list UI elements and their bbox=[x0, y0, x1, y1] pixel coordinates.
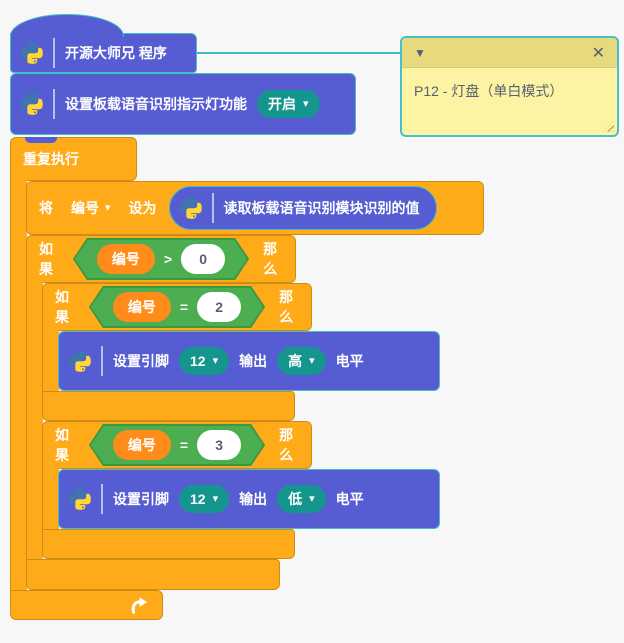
hat-dome bbox=[10, 14, 124, 37]
dropdown-arrow-icon: ▾ bbox=[303, 97, 309, 110]
output-word: 输出 bbox=[239, 491, 268, 507]
value-input[interactable]: 3 bbox=[197, 430, 241, 460]
connector-notch bbox=[25, 137, 57, 143]
forever-loop-body: 将 编号 ▾ 设为 读取板载语音识别模块识别的值 如果 bbox=[10, 180, 484, 591]
separator-line bbox=[101, 346, 103, 376]
operator-gt: > bbox=[163, 251, 173, 267]
variable-name: 编号 bbox=[127, 299, 156, 315]
if-block-gt0: 如果 编号 > 0 那么 bbox=[26, 235, 484, 590]
dropdown-arrow-icon: ▾ bbox=[309, 492, 315, 505]
level-dropdown[interactable]: 低 ▾ bbox=[277, 485, 326, 513]
condition-eq2[interactable]: 编号 = 2 bbox=[89, 286, 265, 328]
reporter-label: 读取板载语音识别模块识别的值 bbox=[223, 200, 420, 216]
set-pin-high-block[interactable]: 设置引脚 12 ▾ 输出 高 ▾ bbox=[58, 331, 440, 391]
to-word: 设为 bbox=[128, 200, 157, 216]
if-eq3-body: 设置引脚 12 ▾ 输出 低 ▾ bbox=[42, 468, 484, 530]
dropdown-arrow-icon: ▾ bbox=[309, 354, 315, 367]
if-gt0-body: 如果 编号 = 2 那么 bbox=[26, 282, 484, 560]
comment-collapse-icon[interactable]: ▼ bbox=[414, 45, 426, 60]
if-gt0-footer[interactable] bbox=[26, 559, 280, 590]
dropdown-arrow-icon: ▾ bbox=[105, 201, 111, 214]
comment-header: ▼ ✕ bbox=[402, 38, 617, 68]
level-word: 电平 bbox=[335, 353, 364, 369]
comment-text[interactable]: P12 - 灯盘（单白模式） bbox=[414, 83, 564, 99]
then-word: 那么 bbox=[263, 241, 278, 277]
if-word: 如果 bbox=[39, 241, 53, 277]
if-eq2-header[interactable]: 如果 编号 = 2 那么 bbox=[42, 283, 312, 331]
variable-name: 编号 bbox=[111, 251, 140, 267]
if-eq3-footer[interactable] bbox=[42, 529, 295, 559]
python-icon bbox=[67, 348, 93, 374]
variable-oval[interactable]: 编号 bbox=[113, 430, 171, 460]
comment-close-icon[interactable]: ✕ bbox=[591, 44, 605, 62]
separator-line bbox=[101, 484, 103, 514]
condition-gt0[interactable]: 编号 > 0 bbox=[73, 238, 249, 280]
if-block-eq2: 如果 编号 = 2 那么 bbox=[42, 283, 484, 421]
variable-name: 编号 bbox=[71, 200, 99, 216]
output-word: 输出 bbox=[239, 353, 268, 369]
if-eq2-footer[interactable] bbox=[42, 391, 295, 421]
setpin-word: 设置引脚 bbox=[113, 353, 169, 369]
led-state-dropdown[interactable]: 开启 ▾ bbox=[257, 90, 320, 118]
separator-line bbox=[53, 89, 55, 119]
if-eq2-body: 设置引脚 12 ▾ 输出 高 ▾ bbox=[42, 330, 484, 392]
led-state-value: 开启 bbox=[268, 96, 296, 112]
hat-block-program-start[interactable]: 开源大师兄 程序 bbox=[10, 14, 197, 73]
script-stack: 开源大师兄 程序 设置板载语音识别指示灯功能 开启 ▾ 重复执行 将 bbox=[10, 13, 484, 620]
value-text: 2 bbox=[215, 299, 223, 315]
variable-oval[interactable]: 编号 bbox=[97, 244, 155, 274]
level-value: 高 bbox=[288, 353, 303, 369]
level-word: 电平 bbox=[335, 491, 364, 507]
separator-line bbox=[211, 193, 214, 223]
python-icon bbox=[178, 195, 204, 221]
setpin-word: 设置引脚 bbox=[113, 491, 169, 507]
variable-dropdown[interactable]: 编号 ▾ bbox=[71, 198, 111, 218]
condition-eq3[interactable]: 编号 = 3 bbox=[89, 424, 265, 466]
variable-name: 编号 bbox=[127, 437, 156, 453]
pin-value: 12 bbox=[190, 491, 206, 507]
value-input[interactable]: 2 bbox=[197, 292, 241, 322]
value-input[interactable]: 0 bbox=[181, 244, 225, 274]
pin-dropdown[interactable]: 12 ▾ bbox=[179, 347, 230, 375]
operator-eq: = bbox=[179, 299, 189, 315]
forever-loop-header[interactable]: 重复执行 bbox=[10, 137, 137, 181]
if-word: 如果 bbox=[55, 289, 69, 325]
forever-loop: 重复执行 将 编号 ▾ 设为 读取板载语音识别模块识别的值 bbox=[10, 137, 484, 620]
set-variable-block[interactable]: 将 编号 ▾ 设为 读取板载语音识别模块识别的值 bbox=[26, 181, 484, 235]
voice-led-label: 设置板载语音识别指示灯功能 bbox=[65, 96, 247, 112]
dropdown-arrow-icon: ▾ bbox=[212, 354, 219, 367]
separator-line bbox=[53, 38, 55, 68]
set-word: 将 bbox=[39, 200, 53, 216]
if-block-eq3: 如果 编号 = 3 那么 bbox=[42, 421, 484, 559]
if-word: 如果 bbox=[55, 427, 69, 463]
set-pin-low-block[interactable]: 设置引脚 12 ▾ 输出 低 ▾ bbox=[58, 469, 440, 529]
dropdown-arrow-icon: ▾ bbox=[212, 492, 219, 505]
value-text: 0 bbox=[199, 251, 207, 267]
hat-block-label: 开源大师兄 程序 bbox=[65, 45, 167, 61]
variable-oval[interactable]: 编号 bbox=[113, 292, 171, 322]
read-voice-value-reporter[interactable]: 读取板载语音识别模块识别的值 bbox=[168, 186, 437, 230]
level-value: 低 bbox=[288, 491, 303, 507]
operator-eq: = bbox=[179, 437, 189, 453]
comment-connector-line bbox=[195, 52, 401, 54]
if-gt0-header[interactable]: 如果 编号 > 0 那么 bbox=[26, 235, 296, 283]
level-dropdown[interactable]: 高 ▾ bbox=[277, 347, 326, 375]
loop-arrow-icon bbox=[128, 595, 150, 615]
pin-dropdown[interactable]: 12 ▾ bbox=[179, 485, 230, 513]
then-word: 那么 bbox=[279, 427, 294, 463]
pin-value: 12 bbox=[190, 353, 206, 369]
forever-label: 重复执行 bbox=[23, 151, 79, 167]
comment-box[interactable]: ▼ ✕ P12 - 灯盘（单白模式） bbox=[400, 36, 619, 137]
comment-resize-handle[interactable] bbox=[603, 121, 614, 132]
voice-led-block[interactable]: 设置板载语音识别指示灯功能 开启 ▾ bbox=[10, 73, 356, 135]
if-eq3-header[interactable]: 如果 编号 = 3 那么 bbox=[42, 421, 312, 469]
python-icon bbox=[19, 91, 45, 117]
then-word: 那么 bbox=[279, 289, 294, 325]
python-icon bbox=[67, 486, 93, 512]
value-text: 3 bbox=[215, 437, 223, 453]
forever-loop-footer[interactable] bbox=[10, 590, 163, 620]
python-icon bbox=[19, 40, 45, 66]
